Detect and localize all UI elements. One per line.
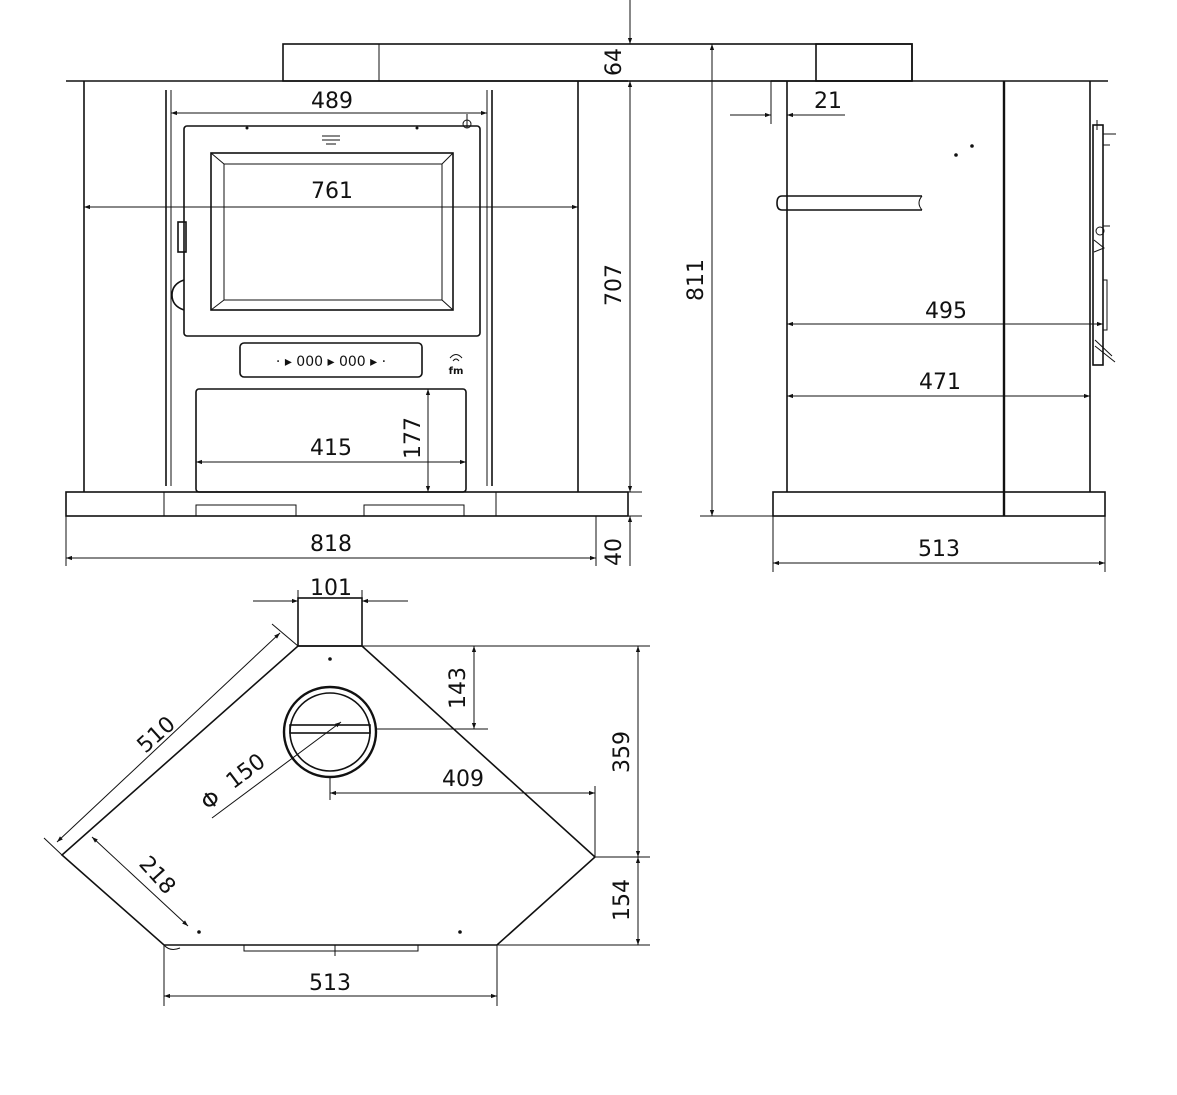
dim-label-rear-depth: 359 — [610, 731, 635, 773]
dim-label-depth-inner: 471 — [919, 370, 961, 395]
dim-label-inner-width: 489 — [311, 89, 353, 114]
dim-label-ashpan-width: 415 — [310, 436, 352, 461]
dim-label-flue-diameter: 150 — [222, 749, 271, 794]
front-door — [183, 125, 481, 337]
front-glass-frame — [210, 152, 454, 311]
dim-label-collar-depth: 143 — [446, 667, 471, 709]
front-view: · ▸ 000 ▸ 000 ▸ · fm 489 761 415 177 818 — [65, 0, 913, 566]
door-handle-icon — [177, 221, 187, 253]
dim-line-flue-diameter — [211, 721, 342, 819]
control-panel — [239, 342, 423, 378]
air-control-icon — [322, 135, 340, 145]
control-readout: · ▸ 000 ▸ 000 ▸ · — [276, 354, 386, 370]
dim-line-510 — [56, 632, 281, 843]
dim-label-front-depth: 154 — [610, 879, 635, 921]
dim-line-218 — [91, 836, 189, 927]
dim-label-front-width: 513 — [309, 971, 351, 996]
dim-label-diagonal: 510 — [133, 712, 181, 759]
top-outline — [60, 645, 597, 946]
dim-label-side-facet: 218 — [133, 852, 180, 900]
dim-label-collar-offset: 21 — [814, 89, 842, 114]
flue-damper — [289, 724, 371, 734]
flue-outlet-outer — [282, 685, 378, 779]
side-top-collar — [815, 43, 913, 82]
dim-label-body-height: 707 — [602, 264, 627, 306]
front-glass — [223, 163, 443, 301]
dim-label-ashpan-height: 177 — [401, 417, 426, 459]
side-door-profile — [1092, 120, 1116, 366]
top-collar — [297, 597, 363, 647]
flue-outlet-inner — [289, 692, 371, 772]
dim-label-depth-outer: 495 — [925, 299, 967, 324]
dim-label-collar-width: 101 — [310, 576, 352, 601]
dim-label-total-height: 811 — [684, 259, 709, 301]
front-top-collar — [282, 43, 913, 82]
dim-label-overall-width: 761 — [311, 179, 353, 204]
dim-label-base-width: 818 — [310, 532, 352, 557]
door-latch-icon — [171, 279, 185, 311]
dim-label-base-depth: 513 — [918, 537, 960, 562]
dim-label-collar-height: 64 — [602, 48, 627, 76]
top-view: 101 510 Φ 150 143 409 359 154 218 — [43, 576, 650, 1006]
brand-logo-text: fm — [449, 366, 464, 377]
brand-logo-icon: fm — [449, 354, 464, 377]
front-base — [65, 491, 629, 517]
dim-label-flue-offset: 409 — [442, 767, 484, 792]
side-view: 21 811 495 471 513 — [684, 43, 1116, 572]
side-handle-bar — [776, 195, 922, 211]
side-base — [772, 491, 1106, 517]
dim-label-base-height: 40 — [602, 538, 627, 566]
